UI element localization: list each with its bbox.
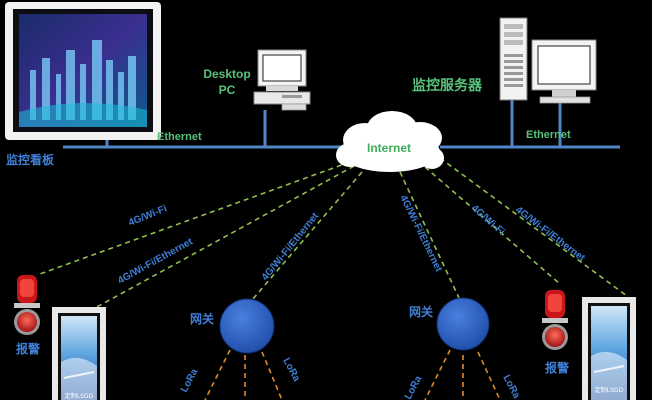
lora-links [204, 349, 501, 400]
server-label: 监控服务器 [412, 77, 483, 93]
conn-label-5: 4G/Wi-Fi [469, 203, 507, 238]
ethernet-label-left: Ethernet [157, 131, 202, 143]
wireless-link-alarm-left [39, 161, 351, 275]
lora-label-2: LoRa [280, 356, 302, 384]
ethernet-label-right: Ethernet [526, 129, 571, 141]
wireless-link-gateway-left [251, 171, 363, 301]
alarm-light-left-icon [14, 275, 40, 335]
kiosk-screen-right [582, 297, 636, 400]
wireless-link-kiosk-right [439, 157, 628, 297]
conn-label-6: 4G/Wi-Fi/Ethernet [513, 205, 587, 265]
internet-cloud [336, 111, 444, 172]
desktop-pc-icon [253, 49, 311, 111]
lora-label-4: LoRa [500, 373, 522, 400]
gateway-right-label: 网关 [409, 304, 433, 319]
gateway-left-label: 网关 [190, 311, 214, 326]
lora-link-1c [261, 351, 283, 400]
wireless-link-gateway-right [399, 171, 461, 301]
internet-label: Internet [367, 141, 411, 155]
dashboard-monitor [5, 2, 161, 140]
lora-link-1a [204, 349, 231, 400]
lora-label-3: LoRa [403, 374, 425, 400]
wireless-link-alarm-right [424, 166, 561, 285]
server-monitor-icon [531, 39, 597, 104]
alarm-right-label: 报警 [545, 360, 569, 375]
conn-label-3: 4G/Wi-Fi/Ethernet [260, 210, 322, 283]
alarm-light-right-icon [542, 290, 568, 350]
conn-label-2: 4G/Wi-Fi/Ethernet [116, 236, 195, 287]
desktop-label-line1: Desktop [203, 67, 250, 81]
kiosk-caption-left: 定制LSGD [65, 392, 94, 400]
lora-link-2a [424, 349, 451, 400]
kiosk-caption-right: 定制LSGD [595, 386, 624, 394]
wireless-link-kiosk-left [94, 165, 355, 309]
kiosk-screen-left [52, 307, 106, 400]
lora-label-1: LoRa [179, 367, 201, 395]
server-tower-icon [499, 17, 528, 101]
conn-label-4: 4G/Wi-Fi/Ethernet [397, 193, 444, 274]
wireless-links [39, 157, 628, 309]
dashboard-label: 监控看板 [6, 152, 55, 167]
gateway-right-node [436, 297, 490, 351]
conn-label-1: 4G/Wi-Fi [127, 203, 169, 228]
desktop-label-line2: PC [219, 83, 236, 97]
gateway-left-node [219, 298, 275, 354]
alarm-left-label: 报警 [16, 341, 40, 356]
lora-link-2c [477, 351, 501, 400]
